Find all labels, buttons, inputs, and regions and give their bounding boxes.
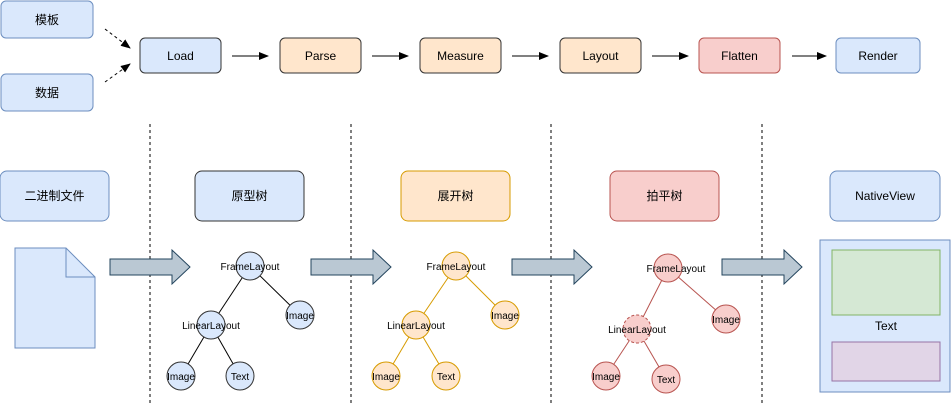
expanded-root-node [441,251,471,281]
prototype-root-label: FrameLayout [221,262,280,273]
stage-prototype-tree-label: 原型树 [231,188,267,203]
expanded-tree: FrameLayout Image LinearLayout Image Tex… [371,251,520,391]
prototype-leaf-text-node [225,361,255,391]
stage-native-view-box: NativeView [829,170,941,222]
stage-expanded-tree-label: 展开树 [437,188,473,203]
flattened-linear-label: LinearLayout [608,325,666,336]
pipeline-render-label: Render [858,49,897,63]
native-view-image-block [831,249,941,316]
pipeline-load-label: Load [167,49,194,63]
pipeline-parse-box: Parse [279,37,362,74]
pipeline-layout-box: Layout [559,37,642,74]
pipeline-measure-label: Measure [437,49,484,63]
block-arrow-1 [109,248,191,286]
stage-native-view-label: NativeView [855,189,915,203]
prototype-linear-node [196,310,226,340]
prototype-tree: FrameLayout Image LinearLayout Image Tex… [166,251,315,391]
input-template-box: 模板 [0,0,94,39]
flattened-root-label: FrameLayout [647,264,706,275]
expanded-leaf-text-node [431,361,461,391]
stage-prototype-tree-box: 原型树 [194,170,305,222]
expanded-linear-node [401,310,431,340]
expanded-linear-label: LinearLayout [387,321,445,332]
prototype-root-node [235,251,265,281]
pipeline-render-box: Render [835,37,921,74]
block-arrow-2 [310,248,392,286]
pipeline-flatten-label: Flatten [721,49,758,63]
pipeline-measure-box: Measure [419,37,502,74]
stage-binary-file-label: 二进制文件 [24,188,84,203]
native-view-purple-block [831,341,941,382]
block-arrow-4 [721,248,803,286]
pipeline-layout-label: Layout [582,49,619,63]
native-view-panel: Text [819,239,951,393]
pipeline-flatten-box: Flatten [698,37,781,74]
flattened-image-node [711,304,741,334]
flattened-leaf-image-node [591,361,621,391]
prototype-leaf-image-node [166,361,196,391]
flattened-image-label: Image [712,315,740,326]
template-to-load-arrow [104,28,131,49]
flattened-leaf-text-label: Text [657,375,676,386]
flattened-tree: FrameLayout Image LinearLayout Image Tex… [591,253,741,394]
expanded-image-node [490,300,520,330]
pipeline-parse-label: Parse [305,49,337,63]
prototype-linear-label: LinearLayout [182,321,240,332]
document-icon [14,247,96,349]
expanded-leaf-text-label: Text [437,372,456,383]
flattened-linear-node-dashed [622,314,652,344]
prototype-image-label: Image [286,311,314,322]
expanded-root-label: FrameLayout [427,262,486,273]
flattened-root-node [653,253,683,283]
block-arrow-3 [511,248,593,286]
expanded-image-label: Image [491,311,519,322]
prototype-image-node [285,300,315,330]
input-data-box: 数据 [0,73,94,112]
stage-binary-file-box: 二进制文件 [0,170,110,222]
prototype-leaf-text-label: Text [231,372,250,383]
prototype-leaf-image-label: Image [167,372,195,383]
pipeline-load-box: Load [139,37,222,74]
flattened-leaf-text-node [651,364,681,394]
input-template-label: 模板 [35,13,59,27]
expanded-leaf-image-label: Image [372,372,400,383]
flattened-leaf-image-label: Image [592,372,620,383]
input-data-label: 数据 [35,85,59,100]
expanded-leaf-image-node [371,361,401,391]
stage-expanded-tree-box: 展开树 [400,170,511,222]
stage-flattened-tree-box: 拍平树 [609,170,720,222]
data-to-load-arrow [104,63,131,83]
stage-flattened-tree-label: 拍平树 [646,188,682,203]
native-view-text-label: Text [875,319,898,333]
